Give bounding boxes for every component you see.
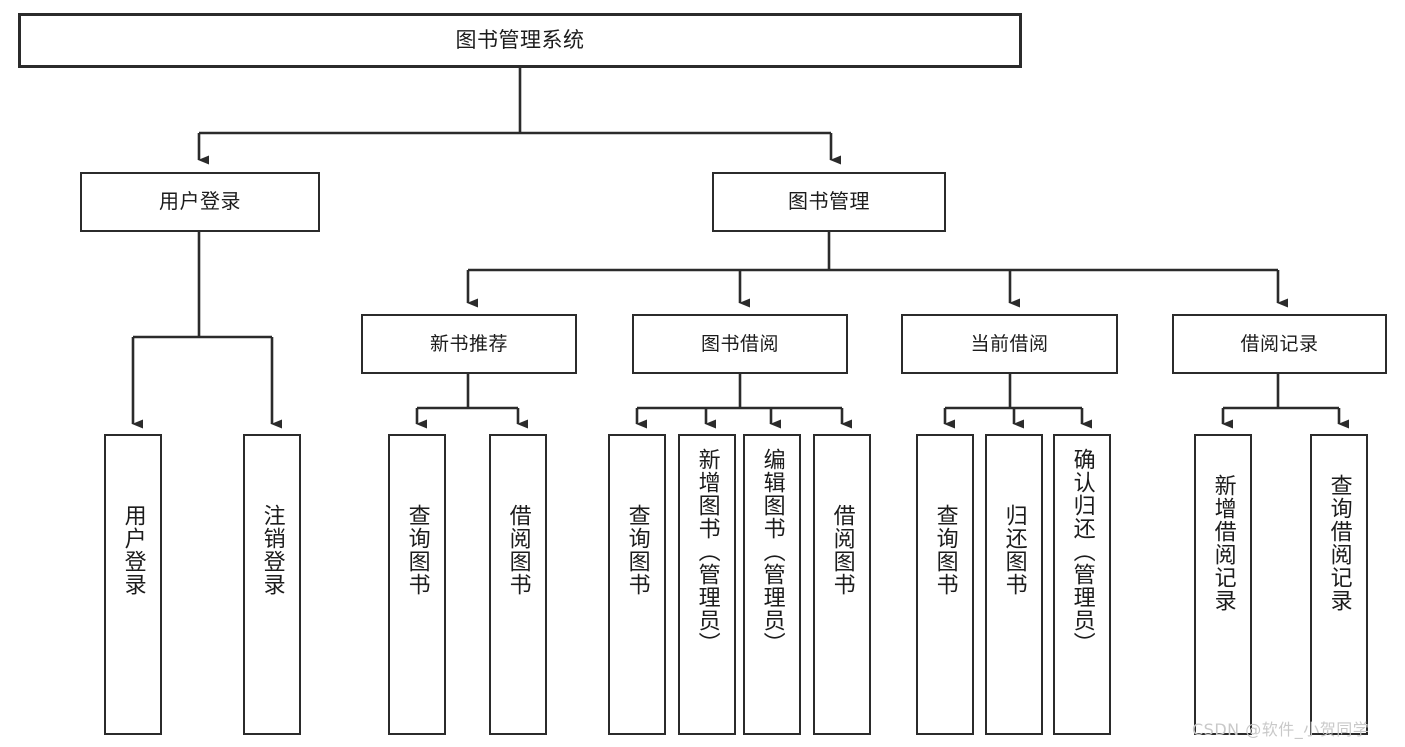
node-borrow-record[interactable]: 借阅记录: [1172, 314, 1387, 374]
node-label: 图书管理: [788, 189, 870, 214]
node-book-borrow[interactable]: 图书借阅: [632, 314, 848, 374]
leaf-current-query-book[interactable]: 查询图书: [916, 434, 974, 735]
node-label: 当前借阅: [970, 332, 1049, 355]
node-label: 新增图书（管理员）: [694, 448, 720, 655]
node-user-login[interactable]: 用户登录: [80, 172, 320, 232]
csdn-watermark: CSDN @软件_小贺同学: [1192, 720, 1370, 739]
leaf-current-confirm-return-admin[interactable]: 确认归还（管理员）: [1053, 434, 1111, 735]
node-current-borrow[interactable]: 当前借阅: [901, 314, 1118, 374]
node-label: 图书借阅: [700, 332, 779, 355]
node-label: 借阅图书: [505, 504, 531, 596]
node-label: 查询借阅记录: [1326, 474, 1352, 612]
leaf-recommend-borrow-book[interactable]: 借阅图书: [489, 434, 547, 735]
node-label: 注销登录: [259, 504, 285, 596]
leaf-current-return-book[interactable]: 归还图书: [985, 434, 1043, 735]
node-label: 新书推荐: [429, 332, 508, 355]
leaf-record-query-record[interactable]: 查询借阅记录: [1310, 434, 1368, 735]
leaf-borrow-query-book[interactable]: 查询图书: [608, 434, 666, 735]
leaf-user-login-logout[interactable]: 注销登录: [243, 434, 301, 735]
node-label: 借阅记录: [1240, 332, 1319, 355]
node-label: 查询图书: [404, 504, 430, 596]
node-new-book-recommend[interactable]: 新书推荐: [361, 314, 577, 374]
node-label: 图书管理系统: [455, 28, 585, 53]
leaf-borrow-add-book-admin[interactable]: 新增图书（管理员）: [678, 434, 736, 735]
node-label: 用户登录: [159, 189, 241, 214]
leaf-record-add-record[interactable]: 新增借阅记录: [1194, 434, 1252, 735]
leaf-user-login-login[interactable]: 用户登录: [104, 434, 162, 735]
leaf-borrow-edit-book-admin[interactable]: 编辑图书（管理员）: [743, 434, 801, 735]
node-label: 新增借阅记录: [1210, 474, 1236, 612]
node-book-management[interactable]: 图书管理: [712, 172, 946, 232]
node-label: 查询图书: [624, 504, 650, 596]
node-root-system[interactable]: 图书管理系统: [18, 13, 1022, 68]
node-label: 编辑图书（管理员）: [759, 448, 785, 655]
node-label: 确认归还（管理员）: [1069, 448, 1095, 655]
node-label: 用户登录: [120, 504, 146, 596]
node-label: 查询图书: [932, 504, 958, 596]
leaf-recommend-query-book[interactable]: 查询图书: [388, 434, 446, 735]
leaf-borrow-borrow-book[interactable]: 借阅图书: [813, 434, 871, 735]
node-label: 借阅图书: [829, 504, 855, 596]
node-label: 归还图书: [1001, 504, 1027, 596]
